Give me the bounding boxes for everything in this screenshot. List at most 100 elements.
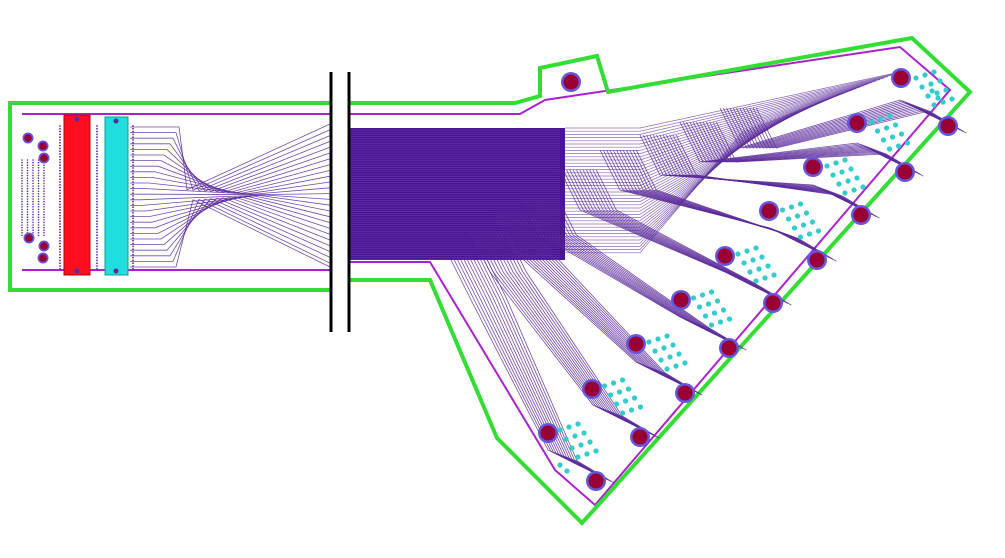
pin-dot [96, 242, 98, 245]
pin-dot [59, 139, 61, 141]
pad-icon-core [25, 234, 33, 242]
via-icon [658, 357, 664, 363]
pin-dot [21, 172, 23, 174]
pin-dot [21, 211, 23, 213]
trace-right [635, 149, 837, 262]
pad-icon-core [809, 252, 825, 268]
pin-dot [26, 213, 29, 216]
pin-dot [96, 192, 98, 195]
via-icon [937, 78, 943, 84]
bus-trace-up [565, 74, 893, 135]
via-icon [753, 245, 759, 251]
via-icon [815, 228, 822, 234]
trace-left [130, 175, 331, 194]
pin-dot [32, 182, 34, 185]
pin-dot [59, 186, 61, 189]
via-icon [913, 75, 919, 81]
pin-dot [132, 161, 134, 164]
pin-dot [37, 161, 40, 164]
via-icon [868, 119, 875, 125]
bus-trace-up [565, 128, 749, 250]
pin-dot [96, 133, 98, 136]
pin-dot [26, 206, 29, 208]
pin-dot [59, 217, 61, 220]
pin-dot [59, 267, 61, 270]
pin-dot [96, 234, 98, 237]
pin-dot [43, 232, 45, 234]
pin-dot [43, 229, 45, 231]
via-icon [928, 81, 934, 87]
pin-dot [26, 229, 29, 231]
pin-dot [96, 144, 98, 147]
pin-dot [37, 226, 40, 229]
via-icon [593, 448, 599, 454]
inner-keepout-outline-right [350, 45, 952, 507]
pin-dot [32, 229, 34, 231]
pin-dot [96, 181, 98, 183]
pin-dot [32, 172, 34, 174]
pin-dot [26, 208, 29, 211]
pin-dot [132, 127, 134, 130]
via-icon [575, 421, 581, 427]
via-icon [762, 275, 768, 281]
pin-dot [26, 193, 29, 195]
pin-dot [43, 169, 45, 172]
pin-dot [26, 224, 29, 226]
pin-dot [96, 200, 98, 203]
pin-dot [132, 175, 134, 178]
pin-dot [43, 185, 45, 187]
pin-dot [132, 181, 134, 183]
via-icon [566, 424, 572, 430]
pin-dot [37, 232, 40, 234]
via-icon [661, 345, 667, 351]
pin-dot [132, 265, 134, 267]
pin-dot [132, 209, 134, 211]
pin-dot [37, 174, 40, 177]
pin-dot [26, 195, 29, 198]
pin-dot [96, 251, 98, 253]
via-icon [564, 468, 570, 474]
pin-dot [21, 180, 23, 182]
via-icon [931, 102, 937, 108]
pin-dot [132, 214, 134, 217]
via-icon [848, 166, 854, 172]
via-icon [756, 266, 762, 272]
trace-left [130, 158, 331, 193]
via-icon [898, 131, 905, 137]
via-icon [895, 143, 902, 149]
pin-dot [43, 219, 45, 221]
pin-dot [43, 234, 45, 237]
via-icon [581, 430, 587, 436]
trace-left [130, 195, 331, 218]
pin-dot [59, 150, 61, 153]
pin-dot [96, 239, 98, 242]
pin-dot [96, 141, 98, 144]
pin-dot [96, 164, 98, 167]
pin-dot [32, 216, 34, 218]
pin-dot [26, 216, 29, 218]
trace-fanout-right [449, 99, 967, 484]
pin-dot [96, 223, 98, 225]
pin-dot [32, 169, 34, 172]
pin-dot [96, 150, 98, 153]
pin-dot [132, 206, 134, 209]
bus-trace-up [565, 79, 881, 145]
pin-dot [21, 208, 23, 211]
pin-dot [59, 228, 61, 231]
pin-dot [132, 267, 134, 270]
pin-dot [96, 127, 98, 130]
via-icon [744, 248, 750, 254]
pin-dot [59, 175, 61, 178]
pad-icon-core [563, 74, 579, 90]
pin-dot [21, 182, 23, 185]
pin-dot [26, 167, 29, 169]
pin-dot [26, 182, 29, 185]
pad-icon-core [40, 242, 48, 250]
via-icon [806, 231, 813, 237]
pin-dot [43, 208, 45, 211]
pin-dot [59, 239, 61, 242]
pin-dot [37, 169, 40, 172]
bus-trace-up [565, 92, 845, 174]
pin-dot [96, 211, 98, 214]
